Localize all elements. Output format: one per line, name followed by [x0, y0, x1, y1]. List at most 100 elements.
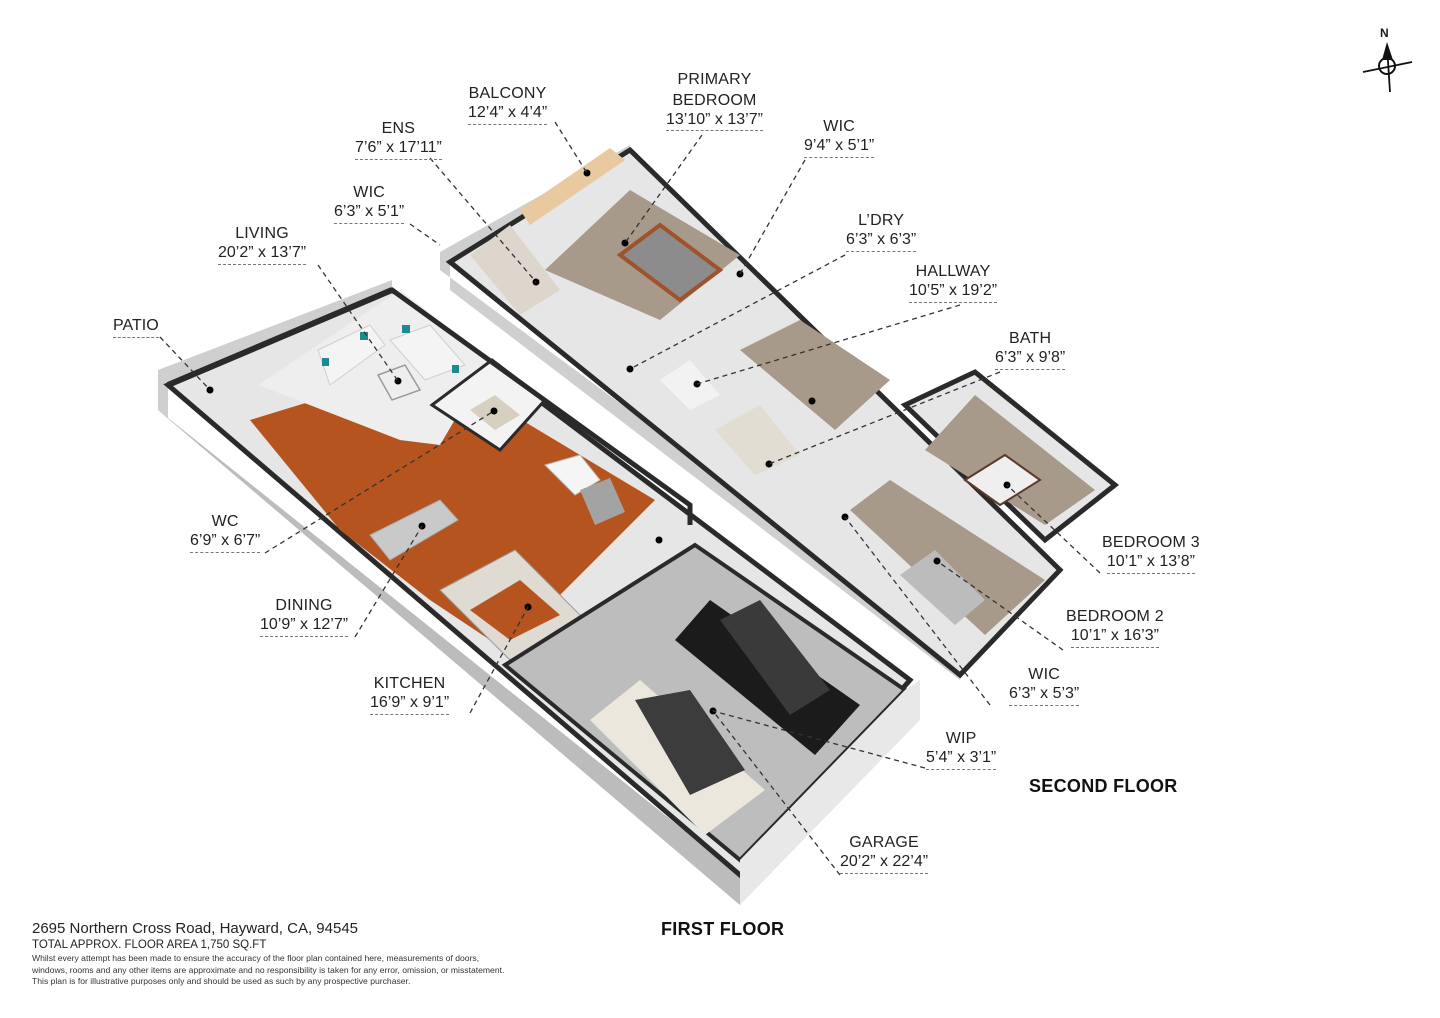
- sofa-1: [317, 324, 386, 386]
- second-floor-title: SECOND FLOOR: [1029, 776, 1178, 796]
- room-marker: [583, 169, 591, 177]
- label-patio: PATIO: [113, 317, 159, 338]
- room-name: HALLWAY: [915, 263, 991, 280]
- ens-floor: [470, 225, 560, 315]
- room-name: BEDROOM 2: [1066, 608, 1164, 625]
- black-suv: [675, 600, 860, 755]
- room-dimensions: 5’4” x 3’1”: [926, 749, 997, 770]
- coffee-table: [376, 364, 422, 401]
- room-dimensions: 6’3” x 6’3”: [846, 231, 917, 252]
- pillow: [360, 332, 368, 340]
- room-dimensions: 7’6” x 17’11”: [355, 139, 442, 160]
- room-name: KITCHEN: [373, 675, 446, 692]
- wood-floor: [250, 365, 655, 650]
- sofa-2: [389, 324, 466, 381]
- bedroom2-floor: [850, 480, 1045, 635]
- label-bath: BATH 6’3” x 9’8”: [995, 330, 1066, 370]
- label-garage: GARAGE 20’2” x 22’4”: [840, 834, 929, 874]
- leader-lines: [159, 121, 1101, 876]
- room-dimensions: 10’1” x 13’8”: [1106, 553, 1195, 574]
- room-dimensions: 20’2” x 13’7”: [218, 244, 307, 265]
- room-name: WIC: [1028, 666, 1060, 683]
- label-wic-primary: WIC 9’4” x 5’1”: [804, 118, 875, 158]
- first-floor-base-shadow: [158, 410, 740, 905]
- room-name: DINING: [275, 597, 333, 614]
- kitchen-floor: [470, 580, 560, 640]
- label-bedroom2: BEDROOM 2 10’1” x 16’3”: [1066, 608, 1164, 648]
- dining-table: [369, 499, 459, 561]
- label-kitchen: KITCHEN 16’9” x 9’1”: [370, 675, 450, 715]
- room-name: WIC: [353, 184, 385, 201]
- label-ens: ENS 7’6” x 17’11”: [355, 120, 442, 160]
- room-dimensions: 9’4” x 5’1”: [804, 137, 875, 158]
- room-dimensions: 6’3” x 5’3”: [1009, 685, 1080, 706]
- primary-bed: [616, 222, 724, 303]
- disclaimer: Whilst every attempt has been made to en…: [32, 953, 632, 988]
- label-wic-ens: WIC 6’3” x 5’1”: [334, 184, 405, 224]
- second-floor-plan: [440, 145, 1120, 680]
- hallway-floor: [740, 320, 890, 430]
- white-suv: [590, 680, 765, 835]
- pillow: [452, 365, 459, 373]
- room-dimensions: 6’9” x 6’7”: [190, 532, 261, 553]
- interior-wall: [166, 287, 394, 388]
- room-name: GARAGE: [849, 834, 919, 851]
- room-name: L’DRY: [858, 212, 905, 229]
- room-name: WIC: [823, 118, 855, 135]
- bath-floor: [715, 405, 800, 475]
- disclaimer-line: This plan is for illustrative purposes o…: [32, 976, 411, 987]
- total-floor-area: TOTAL APPROX. FLOOR AREA 1,750 SQ.FT: [32, 939, 267, 951]
- room-name: WIP: [945, 730, 977, 747]
- property-address: 2695 Northern Cross Road, Hayward, CA, 9…: [32, 920, 359, 937]
- fridge: [580, 478, 625, 525]
- interior-wall: [390, 287, 693, 525]
- first-floor-plan: [158, 280, 920, 905]
- label-dining: DINING 10’9” x 12’7”: [260, 597, 349, 637]
- room-name: PATIO: [113, 317, 159, 338]
- label-living: LIVING 20’2” x 13’7”: [218, 225, 307, 265]
- stairs: [544, 454, 601, 496]
- disclaimer-line: Whilst every attempt has been made to en…: [32, 953, 480, 963]
- room-name: BEDROOM: [672, 91, 757, 109]
- footer-info: 2695 Northern Cross Road, Hayward, CA, 9…: [32, 920, 632, 988]
- room-dimensions: 10’1” x 16’3”: [1070, 627, 1159, 648]
- laundry-floor: [660, 360, 720, 410]
- room-marker: [655, 536, 663, 544]
- room-name: PRIMARY: [677, 71, 752, 88]
- room-name: BEDROOM 3: [1102, 534, 1200, 551]
- disclaimer-line: windows, rooms and any other items are a…: [32, 964, 505, 975]
- first-floor-title: FIRST FLOOR: [661, 919, 785, 939]
- room-dimensions: 13’10” x 13’7”: [666, 111, 763, 132]
- room-name: BALCONY: [468, 85, 547, 102]
- pillow: [322, 358, 329, 366]
- room-dimensions: 10’5” x 19’2”: [909, 282, 998, 303]
- north-label: N: [1380, 26, 1389, 40]
- balcony-railing: [520, 148, 625, 225]
- room-marker: [490, 407, 498, 415]
- room-dimensions: 12’4” x 4’4”: [468, 104, 548, 125]
- room-marker: [808, 397, 816, 405]
- label-wip: WIP 5’4” x 3’1”: [926, 730, 997, 770]
- room-dimensions: 6’3” x 9’8”: [995, 349, 1066, 370]
- room-dimensions: 16’9” x 9’1”: [370, 694, 450, 715]
- garage-door-wall: [740, 680, 920, 905]
- bedroom3-bed: [963, 453, 1042, 507]
- room-marker: [736, 270, 744, 278]
- label-wc: WC 6’9” x 6’7”: [190, 513, 261, 553]
- room-name: WC: [211, 513, 239, 530]
- room-name: LIVING: [235, 225, 289, 242]
- label-wic-bedroom2: WIC 6’3” x 5’3”: [1009, 666, 1080, 706]
- label-hallway: HALLWAY 10’5” x 19’2”: [909, 263, 998, 303]
- label-balcony: BALCONY 12’4” x 4’4”: [468, 85, 548, 125]
- bedroom2-bed: [900, 550, 985, 625]
- room-name: BATH: [1008, 330, 1052, 347]
- north-arrow-icon: [1362, 42, 1413, 93]
- room-dimensions: 10’9” x 12’7”: [260, 616, 349, 637]
- room-dimensions: 6’3” x 5’1”: [334, 203, 405, 224]
- label-laundry: L’DRY 6’3” x 6’3”: [846, 212, 917, 252]
- compass: N: [1360, 26, 1416, 96]
- room-dimensions: 20’2” x 22’4”: [840, 853, 929, 874]
- label-primary-bedroom: PRIMARY BEDROOM 13’10” x 13’7”: [666, 71, 763, 132]
- room-marker: [765, 460, 773, 468]
